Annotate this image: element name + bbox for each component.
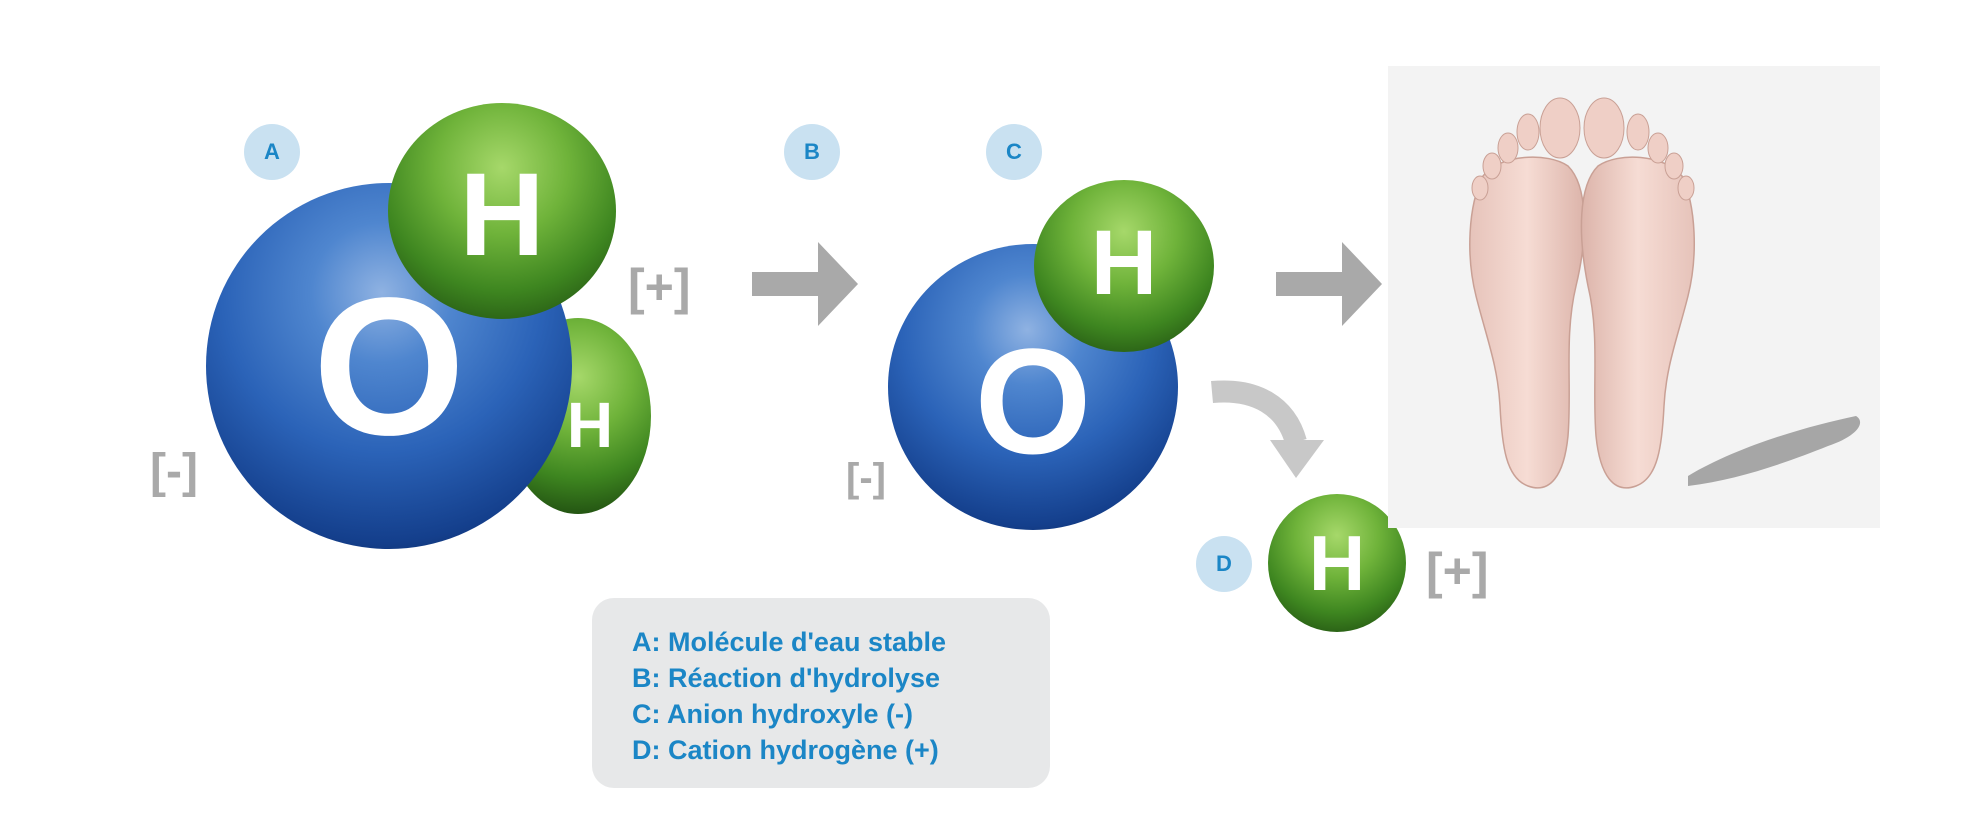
legend-box: A: Molécule d'eau stable B: Réaction d'h… xyxy=(592,598,1050,788)
badge-b: B xyxy=(784,124,840,180)
hydrogen-symbol: H xyxy=(1308,518,1366,607)
feet-icon xyxy=(1469,97,1861,489)
badge-d: D xyxy=(1196,536,1252,592)
hydrogen-atom-a-top: H xyxy=(388,103,616,319)
negative-charge-a: [-] xyxy=(150,445,198,498)
hydrogen-symbol: H xyxy=(566,389,614,461)
hydrogen-atom-c: H xyxy=(1034,180,1214,352)
hydrogen-symbol: H xyxy=(459,149,545,281)
legend-line-c: C: Anion hydroxyle (-) xyxy=(632,699,913,729)
oxygen-atom-c: O xyxy=(888,244,1178,530)
negative-charge-c: [-] xyxy=(846,456,886,500)
badge-a: A xyxy=(244,124,300,180)
hydrogen-atom-d: H xyxy=(1268,494,1406,632)
curved-down-arrow-icon xyxy=(1211,380,1324,478)
feet-soles-photo xyxy=(1388,66,1880,528)
legend-line-a: A: Molécule d'eau stable xyxy=(632,627,946,657)
hydrogen-symbol: H xyxy=(1090,211,1158,314)
legend-line-d: D: Cation hydrogène (+) xyxy=(632,735,939,765)
badge-c: C xyxy=(986,124,1042,180)
right-arrow-icon xyxy=(1276,242,1382,326)
positive-charge-d: [+] xyxy=(1426,543,1489,599)
positive-charge-a: [+] xyxy=(628,259,691,315)
right-arrow-icon xyxy=(752,242,858,326)
legend-line-b: B: Réaction d'hydrolyse xyxy=(632,663,940,693)
oxygen-symbol: O xyxy=(974,316,1092,485)
